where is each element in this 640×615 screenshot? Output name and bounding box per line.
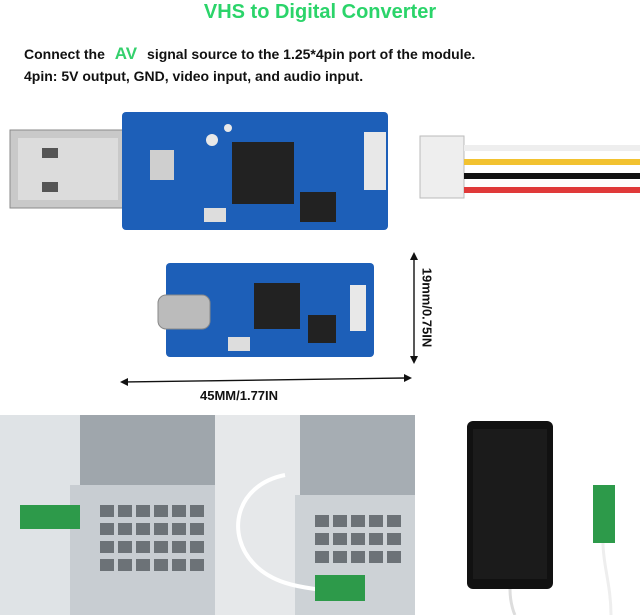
pin-connector [364,132,386,190]
width-dimension-arrow [120,374,412,386]
photo-laptop-2 [215,415,415,615]
page-title: VHS to Digital Converter [203,1,437,23]
instruction-line-2: 4pin: 5V output, GND, video input, and a… [24,68,364,84]
jst-connector [419,135,465,199]
photo-laptop-1 [0,415,215,615]
width-dimension-label: 45MM/1.77IN [200,388,279,403]
height-dimension-label: 19mm/0.75IN [419,267,435,348]
usb-c-port [157,294,211,330]
height-dimension-arrow [410,252,418,364]
module [593,485,615,543]
usb-a-module-illustration [9,112,640,230]
av-highlight: AV [114,44,138,63]
secondary-chip [300,192,336,222]
instruction-text: signal source to the 1.25*4pin port of t… [147,46,476,62]
instruction-text: Connect the [24,46,105,62]
photo-phone [415,415,640,615]
main-chip [232,142,294,204]
instruction-line-1: Connect the AV signal source to the 1.25… [24,44,475,64]
main-chip [254,283,300,329]
usb-c-module-illustration [157,263,374,357]
